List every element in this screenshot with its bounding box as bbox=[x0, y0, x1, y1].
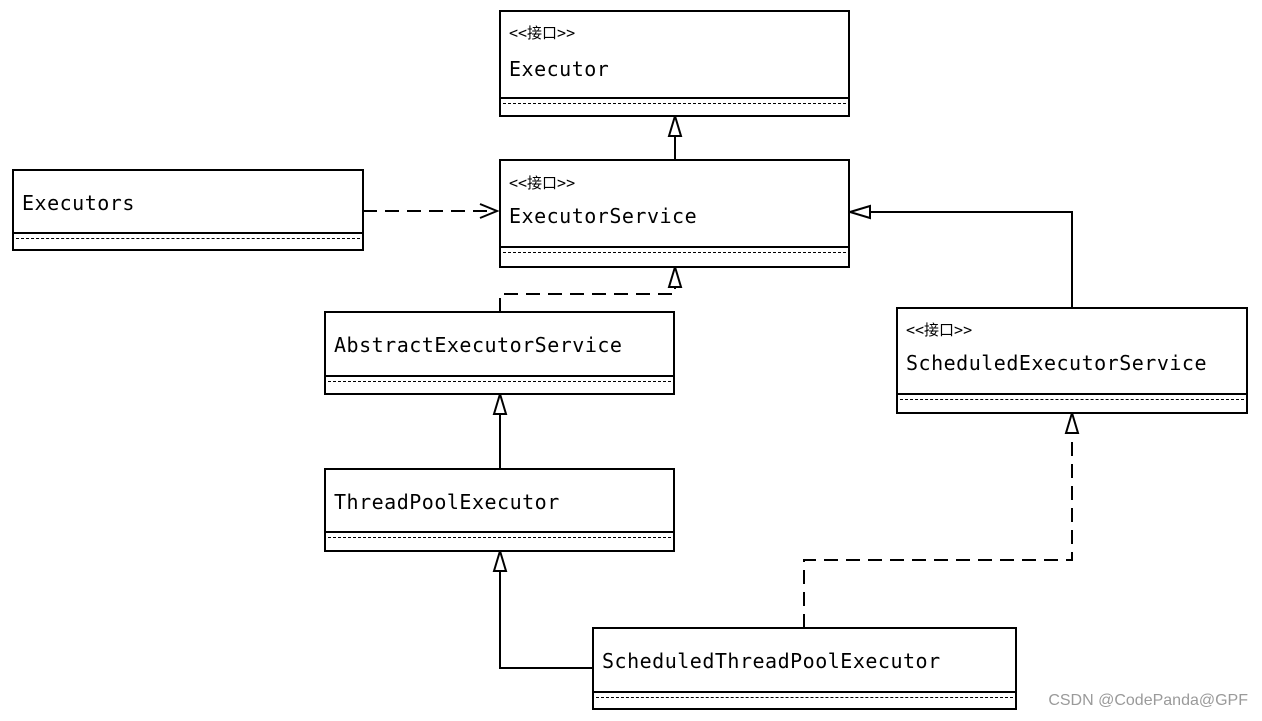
class-box-executor-service: <<接口>> ExecutorService bbox=[499, 159, 850, 268]
stereotype-label: <<接口>> bbox=[509, 174, 576, 192]
class-box-scheduled-executor-service: <<接口>> ScheduledExecutorService bbox=[896, 307, 1248, 414]
empty-compartment bbox=[501, 97, 848, 115]
class-box-abstract-executor-service: AbstractExecutorService bbox=[324, 311, 675, 395]
empty-compartment bbox=[14, 232, 362, 249]
class-box-executors: Executors bbox=[12, 169, 364, 251]
generalization-executorservice-to-executor bbox=[667, 112, 683, 160]
empty-compartment bbox=[326, 375, 673, 393]
class-name: Executor bbox=[509, 57, 610, 81]
generalization-threadpoolexecutor-to-abstractexecutorservice bbox=[492, 390, 508, 469]
class-name: AbstractExecutorService bbox=[334, 333, 623, 357]
class-name: ScheduledExecutorService bbox=[906, 351, 1207, 375]
class-box-thread-pool-executor: ThreadPoolExecutor bbox=[324, 468, 675, 552]
class-name: ScheduledThreadPoolExecutor bbox=[602, 649, 941, 673]
class-name: ExecutorService bbox=[509, 204, 698, 228]
dependency-executors-to-executorservice bbox=[363, 203, 500, 219]
realization-scheduledthreadpoolexecutor-to-scheduledexecutorservice bbox=[803, 409, 1080, 628]
class-box-scheduled-thread-pool-executor: ScheduledThreadPoolExecutor bbox=[592, 627, 1017, 710]
class-name: ThreadPoolExecutor bbox=[334, 490, 560, 514]
class-name: Executors bbox=[22, 191, 135, 215]
stereotype-label: <<接口>> bbox=[906, 321, 973, 339]
stereotype-label: <<接口>> bbox=[509, 24, 576, 42]
empty-compartment bbox=[898, 393, 1246, 412]
realization-abstractexecutorservice-to-executorservice bbox=[499, 263, 683, 312]
empty-compartment bbox=[501, 246, 848, 266]
generalization-scheduledthreadpoolexecutor-to-threadpoolexecutor bbox=[492, 547, 593, 669]
watermark-text: CSDN @CodePanda@GPF bbox=[1048, 692, 1248, 709]
empty-compartment bbox=[594, 691, 1015, 708]
empty-compartment bbox=[326, 531, 673, 550]
generalization-scheduledexecutorservice-to-executorservice bbox=[846, 204, 1073, 308]
class-box-executor: <<接口>> Executor bbox=[499, 10, 850, 117]
